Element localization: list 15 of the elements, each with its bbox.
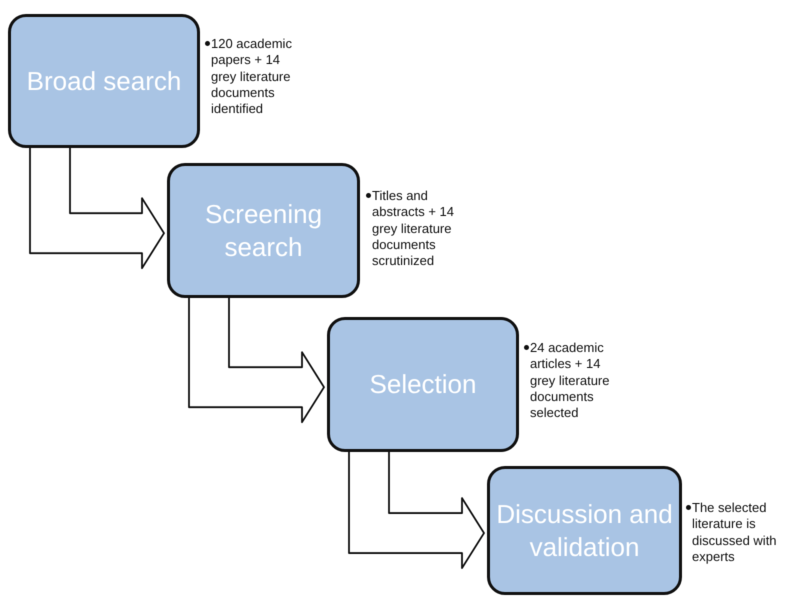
step-note: Titles and abstracts + 14 grey literature documents scrutinized	[372, 188, 456, 270]
bent-arrow	[348, 449, 485, 569]
step-title: Screening search	[204, 198, 324, 263]
process-box	[167, 163, 360, 298]
step-title: Selection	[368, 368, 478, 401]
process-box	[8, 14, 200, 148]
bent-arrow	[29, 145, 165, 270]
bent-arrow	[188, 295, 325, 424]
step-title: Broad search	[26, 64, 182, 98]
step-title: Discussion and validation	[495, 498, 674, 563]
process-box	[327, 317, 519, 452]
step-note: 24 academic articles + 14 grey literature documents selected	[530, 340, 610, 422]
process-box	[487, 466, 682, 595]
step-note: 120 academic papers + 14 grey literature documents identified	[211, 36, 293, 118]
step-note: The selected literature is discussed with experts	[692, 500, 778, 565]
